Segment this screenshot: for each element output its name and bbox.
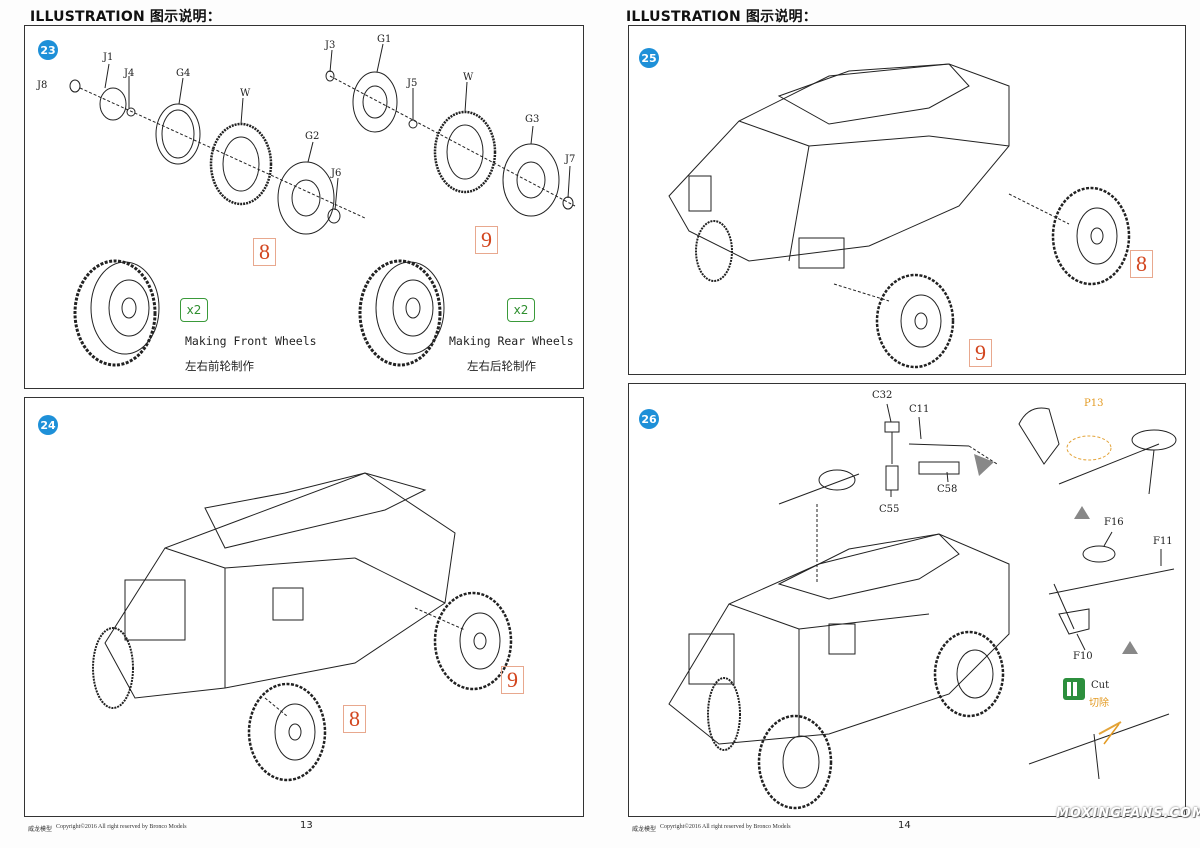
- step-number-badge: 23: [38, 40, 58, 60]
- part-label: C32: [872, 390, 893, 401]
- vehicle-wheel-attach-drawing: [668, 63, 1131, 369]
- cut-label: Cut: [1091, 680, 1110, 691]
- step-24-panel: 24 9 8: [24, 397, 584, 817]
- front-wheels-caption-cn: 左右前轮制作: [185, 359, 254, 373]
- wheel-assembly-drawing: [69, 43, 576, 367]
- part-label: J8: [37, 80, 48, 91]
- reference-number: 8: [253, 238, 276, 266]
- part-label: F16: [1104, 517, 1124, 528]
- watermark: MOXINGFANS.COM: [1056, 806, 1200, 821]
- part-label: J7: [565, 154, 576, 165]
- part-label: W: [240, 88, 251, 99]
- page-header: ILLUSTRATION 图示说明：: [30, 9, 221, 25]
- reference-number: 8: [1130, 250, 1153, 278]
- part-label: F10: [1073, 651, 1093, 662]
- footer-brand: 威龙模型: [632, 827, 657, 833]
- reference-number: 9: [475, 226, 498, 254]
- rear-wheels-caption-cn: 左右后轮制作: [467, 359, 536, 373]
- footer-copyright: Copyright©2016 All right reserved by Bro…: [660, 824, 791, 830]
- highlight-part-label: P13: [1084, 398, 1104, 409]
- quantity-badge: x2: [507, 298, 535, 322]
- step-number-badge: 24: [38, 415, 58, 435]
- part-label: G1: [377, 34, 392, 45]
- part-label: J6: [331, 168, 342, 179]
- page-number: 13: [300, 820, 313, 831]
- part-label: J4: [124, 68, 135, 79]
- part-label: C55: [879, 504, 900, 515]
- part-label: G3: [525, 114, 540, 125]
- part-label: C58: [937, 484, 958, 495]
- step-number-badge: 26: [639, 409, 659, 429]
- step-23-panel: 23: [24, 25, 584, 389]
- footer-brand: 威龙模型: [28, 827, 53, 833]
- part-label: J5: [407, 78, 418, 89]
- reference-number: 8: [343, 705, 366, 733]
- page-header: ILLUSTRATION 图示说明：: [626, 9, 817, 25]
- part-label: F11: [1153, 536, 1173, 547]
- footer-copyright: Copyright©2016 All right reserved by Bro…: [56, 824, 187, 830]
- part-label: G4: [176, 68, 191, 79]
- page-number: 14: [898, 820, 911, 831]
- step-26-panel: 26: [628, 383, 1186, 817]
- vehicle-wheel-attach-drawing: [92, 472, 513, 782]
- part-label: C11: [909, 404, 930, 415]
- part-label: W: [463, 72, 474, 83]
- part-label: J3: [325, 40, 336, 51]
- page-14: ILLUSTRATION 图示说明： 25 8 9 26: [600, 0, 1200, 848]
- step-number-badge: 25: [639, 48, 659, 68]
- cut-icon: [1063, 678, 1085, 700]
- page-13: ILLUSTRATION 图示说明： 23: [24, 9, 584, 833]
- quantity-badge: x2: [180, 298, 208, 322]
- reference-number: 9: [969, 339, 992, 367]
- gun-mount-assembly-drawing: [668, 403, 1177, 810]
- front-wheels-caption: Making Front Wheels: [185, 334, 317, 348]
- cut-label-cn: 切除: [1089, 698, 1109, 709]
- part-label: J1: [103, 52, 114, 63]
- part-label: G2: [305, 131, 320, 142]
- rear-wheels-caption: Making Rear Wheels: [449, 334, 574, 348]
- step-25-panel: 25 8 9: [628, 25, 1186, 375]
- reference-number: 9: [501, 666, 524, 694]
